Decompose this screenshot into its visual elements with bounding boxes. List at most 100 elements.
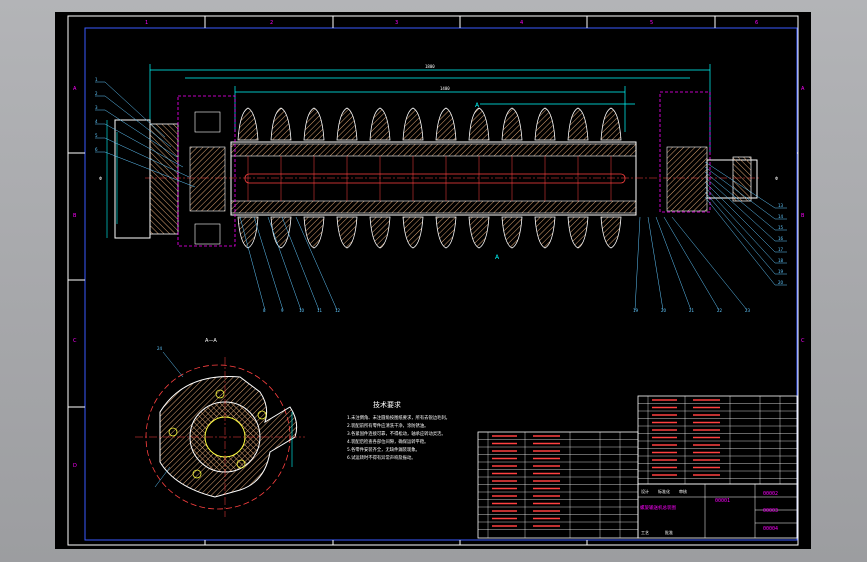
leader bbox=[104, 137, 190, 178]
flight-blade bbox=[567, 107, 589, 141]
leader bbox=[671, 216, 748, 311]
callout-label: 23 bbox=[745, 308, 751, 313]
leader bbox=[704, 196, 776, 286]
leader bbox=[704, 191, 776, 275]
callout-label: 10 bbox=[299, 308, 305, 313]
zone-number: 4 bbox=[520, 20, 523, 26]
callout-label: 22 bbox=[717, 308, 723, 313]
flight-blade bbox=[501, 216, 523, 249]
overall-dimensions bbox=[149, 64, 711, 152]
leader bbox=[647, 216, 664, 311]
title-code: 00002 bbox=[763, 491, 778, 497]
zone-number: 1 bbox=[145, 20, 148, 26]
title-header: 设计 bbox=[641, 488, 649, 494]
flight-blade bbox=[336, 107, 358, 141]
auger-flights-top bbox=[237, 107, 622, 141]
bom-table-left bbox=[477, 431, 639, 539]
section-view-title: A—A bbox=[205, 338, 217, 344]
leader bbox=[267, 216, 302, 311]
tech-notes: 技术要求 1.未注倒角、未注圆角按图纸要求，所有去锐边毛刺。 2.装配前所有零件… bbox=[347, 400, 450, 461]
left-seal-b bbox=[194, 223, 221, 245]
title-header: 工艺 bbox=[641, 530, 649, 535]
flight-blade bbox=[534, 216, 556, 249]
drawing-sheet[interactable]: A B C D A B C 1 2 3 4 5 6 bbox=[55, 12, 811, 549]
leader bbox=[655, 216, 692, 311]
title-code: 00003 bbox=[763, 508, 778, 514]
flight-blade bbox=[303, 107, 325, 141]
tech-note-line: 3.各紧固件连接可靠，不得松动，轴承应转动灵活。 bbox=[347, 430, 446, 437]
zone-letter: C bbox=[73, 338, 77, 344]
section-bolt bbox=[168, 427, 178, 437]
flight-blade bbox=[468, 216, 490, 249]
auger-tube bbox=[230, 141, 637, 216]
leader bbox=[104, 123, 184, 168]
zone-letter: B bbox=[73, 213, 77, 219]
leader bbox=[704, 166, 776, 220]
dim-right-small: Φ bbox=[775, 176, 778, 181]
callout-label: 17 bbox=[778, 247, 784, 252]
title-red-label: 螺旋输送机总装图 bbox=[640, 504, 676, 511]
zone-number: 5 bbox=[650, 20, 653, 26]
flight-blade bbox=[402, 107, 424, 141]
zone-letter: D bbox=[73, 463, 77, 469]
callout-label: 16 bbox=[778, 236, 784, 241]
tech-note-line: 5.各零件安装齐全，无缺件漏装现象。 bbox=[347, 446, 420, 453]
flight-blade bbox=[369, 216, 391, 249]
tech-note-line: 6.试运转时不得有异常声响及振动。 bbox=[347, 454, 416, 461]
section-mark-bottom: A bbox=[495, 254, 500, 261]
flight-blade bbox=[600, 216, 622, 249]
callout-label: 5 bbox=[95, 133, 98, 138]
flight-blade bbox=[468, 107, 490, 141]
flight-blade bbox=[534, 107, 556, 141]
section-bolt bbox=[236, 459, 246, 469]
callout-label: 21 bbox=[689, 308, 695, 313]
tech-note-line: 4.装配后检查各部位间隙，确保运转平稳。 bbox=[347, 438, 428, 445]
zone-letter: C bbox=[801, 338, 805, 344]
tech-note-line: 2.装配前所有零件应清洗干净，涂防锈油。 bbox=[347, 422, 428, 429]
title-header: 批准 bbox=[665, 529, 673, 535]
leader bbox=[663, 216, 720, 311]
dim-left-h: Φ bbox=[99, 176, 102, 181]
tech-note-line: 1.未注倒角、未注圆角按图纸要求，所有去锐边毛刺。 bbox=[347, 414, 450, 421]
callout-label: 4 bbox=[95, 119, 98, 124]
right-bearing-seat bbox=[666, 146, 708, 212]
leader bbox=[704, 186, 776, 264]
leader bbox=[704, 181, 776, 253]
title-code: 00004 bbox=[763, 526, 778, 532]
leader bbox=[295, 216, 338, 311]
flight-blade bbox=[237, 107, 259, 141]
flight-blade bbox=[402, 216, 424, 249]
left-bearing-seat bbox=[189, 146, 226, 212]
leader bbox=[239, 216, 266, 311]
leader-lines bbox=[95, 81, 787, 311]
flight-blade bbox=[303, 216, 325, 249]
left-bearing bbox=[177, 95, 236, 247]
flight-blade bbox=[435, 107, 457, 141]
leader bbox=[634, 216, 641, 311]
right-coupling bbox=[732, 156, 752, 202]
tech-notes-title: 技术要求 bbox=[373, 400, 401, 409]
zone-letter: B bbox=[801, 213, 805, 219]
zone-ticks bbox=[68, 16, 798, 545]
callout-label: 6 bbox=[95, 147, 98, 152]
title-header: 标准化 bbox=[658, 488, 670, 494]
callout-label: 15 bbox=[778, 225, 784, 230]
leader bbox=[104, 81, 166, 138]
leader bbox=[704, 171, 776, 231]
flight-blade bbox=[369, 107, 391, 141]
dim-auger: 1400 bbox=[440, 86, 450, 91]
callout-label: 8 bbox=[263, 308, 266, 313]
flight-blade bbox=[600, 107, 622, 141]
callout-label: 12 bbox=[335, 308, 341, 313]
leader bbox=[704, 161, 776, 209]
flight-blade bbox=[270, 107, 292, 141]
callout-label: 1 bbox=[95, 77, 98, 82]
main-view: 1800 1400 A A bbox=[95, 64, 787, 313]
leader bbox=[104, 95, 172, 148]
section-view-aa: A—A 24 bbox=[135, 338, 305, 517]
flight-blade bbox=[501, 107, 523, 141]
flight-blade bbox=[435, 216, 457, 249]
section-bolt bbox=[257, 410, 267, 420]
